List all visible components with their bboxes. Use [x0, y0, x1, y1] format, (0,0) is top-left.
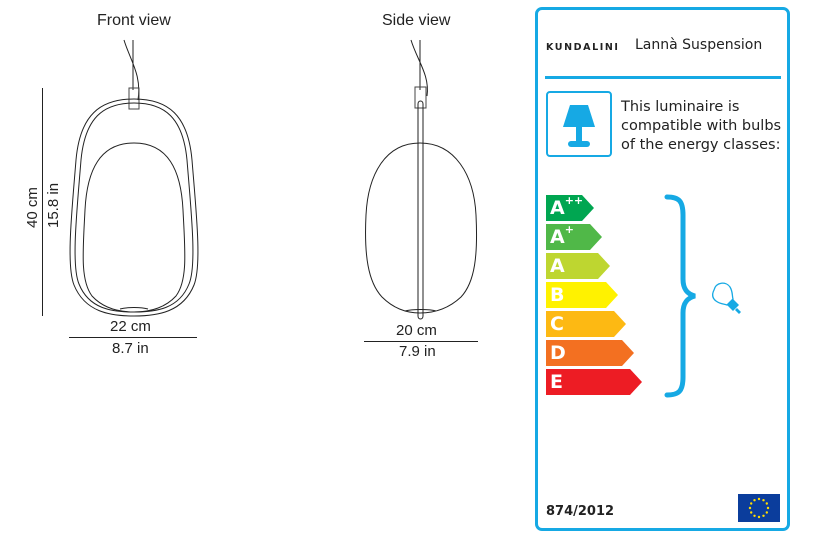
table-lamp-icon	[546, 91, 612, 157]
front-width-dimension-line	[69, 337, 197, 338]
front-width-cm: 22 cm	[110, 318, 151, 335]
product-name: Lannà Suspension	[635, 37, 763, 53]
brand-logo: KUNDALINI	[546, 42, 620, 53]
side-width-in: 7.9 in	[399, 343, 436, 360]
regulation-number: 874/2012	[546, 504, 615, 519]
front-view-title: Front view	[97, 12, 171, 29]
eu-flag-icon	[738, 494, 780, 522]
energy-class-a-plus-plus: A++	[546, 195, 594, 221]
front-height-cm: 40 cm	[24, 187, 41, 228]
side-width-cm: 20 cm	[396, 322, 437, 339]
energy-class-c: C	[546, 311, 626, 337]
front-view-drawing	[69, 39, 199, 317]
side-width-dimension-line	[364, 341, 478, 342]
energy-class-d: D	[546, 340, 634, 366]
energy-class-a: A	[546, 253, 610, 279]
curly-brace-icon	[664, 194, 696, 398]
energy-label: KUNDALINI Lannà Suspension This luminair…	[535, 7, 790, 531]
front-height-in: 15.8 in	[45, 182, 62, 228]
front-width-in: 8.7 in	[112, 340, 149, 357]
compatibility-text: This luminaire is compatible with bulbs …	[621, 99, 782, 153]
front-height-dimension-line	[42, 88, 43, 316]
energy-class-e: E	[546, 369, 642, 395]
light-bulb-icon	[712, 282, 741, 314]
energy-class-a-plus: A+	[546, 224, 602, 250]
header-divider	[545, 76, 781, 79]
energy-class-b: B	[546, 282, 618, 308]
side-view-drawing	[365, 39, 478, 320]
side-view-title: Side view	[382, 12, 451, 29]
